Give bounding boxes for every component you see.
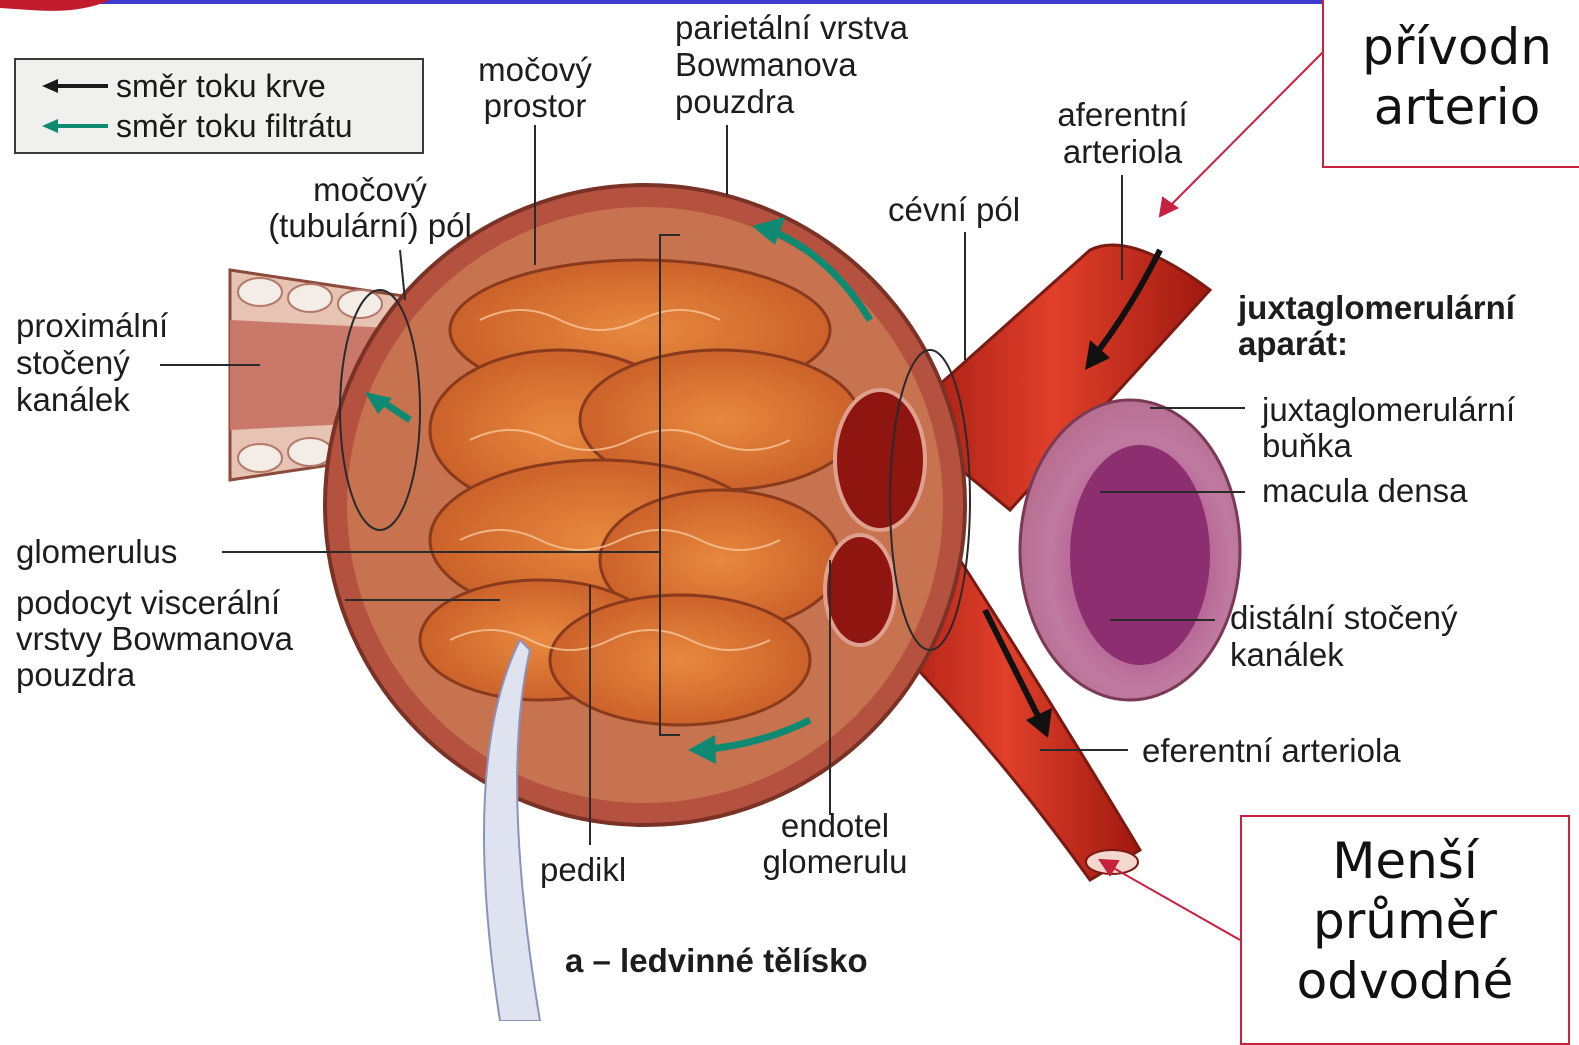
label-urinary-pole-2: (tubulární) pól xyxy=(240,208,500,243)
label-afferent-2: arteriola xyxy=(1035,134,1210,169)
label-distal-1: distální stočený xyxy=(1230,600,1457,635)
label-distal-2: kanálek xyxy=(1230,637,1344,672)
callout-bottom-text-1: Menší xyxy=(1242,817,1568,891)
label-endothelium-1: endotel xyxy=(745,808,925,843)
diagram-canvas: směr toku krve směr toku filtrátu pariet… xyxy=(0,0,1579,1021)
label-endothelium-2: glomerulu xyxy=(745,844,925,879)
legend-blood-label: směr toku krve xyxy=(116,68,326,105)
label-vascular-pole: cévní pól xyxy=(888,192,1020,227)
label-podocyte-3: pouzdra xyxy=(16,657,135,692)
callout-bottom-right: Menší průměr odvodné xyxy=(1240,815,1570,1045)
callout-top-text-1: přívodn xyxy=(1324,0,1579,77)
label-jga-title-1: juxtaglomerulární xyxy=(1238,290,1515,325)
legend-blood-row: směr toku krve xyxy=(40,68,326,104)
label-parietal-2: Bowmanova xyxy=(675,47,857,82)
label-glomerulus: glomerulus xyxy=(16,534,177,569)
label-parietal-1: parietální vrstva xyxy=(675,10,908,45)
label-proximal-3: kanálek xyxy=(16,382,130,417)
label-efferent: eferentní arteriola xyxy=(1142,733,1401,768)
callout-top-right: přívodn arterio xyxy=(1322,0,1579,168)
legend-filtrate-arrow-icon xyxy=(40,116,110,136)
callout-top-text-2: arterio xyxy=(1324,77,1579,137)
label-urinary-space-1: močový xyxy=(460,52,610,87)
legend-blood-arrow-icon xyxy=(40,76,110,96)
label-podocyte-2: vrstvy Bowmanova xyxy=(16,621,293,656)
label-podocyte-1: podocyt viscerální xyxy=(16,585,280,620)
label-jg-cell-2: buňka xyxy=(1262,428,1352,463)
callout-bottom-text-2: průměr xyxy=(1242,891,1568,951)
label-urinary-space-2: prostor xyxy=(460,88,610,123)
distal-tubule xyxy=(1020,400,1240,700)
label-macula-densa: macula densa xyxy=(1262,473,1467,508)
label-parietal-3: pouzdra xyxy=(675,84,794,119)
label-urinary-pole-1: močový xyxy=(240,172,500,207)
label-afferent-1: aferentní xyxy=(1035,97,1210,132)
callout-bottom-text-3: odvodné xyxy=(1242,951,1568,1011)
legend-filtrate-row: směr toku filtrátu xyxy=(40,108,353,144)
label-pedicel: pedikl xyxy=(540,852,626,887)
label-proximal-1: proximální xyxy=(16,308,168,343)
legend-filtrate-label: směr toku filtrátu xyxy=(116,108,353,145)
legend-box: směr toku krve směr toku filtrátu xyxy=(14,58,424,154)
label-proximal-2: stočený xyxy=(16,345,130,380)
figure-caption: a – ledvinné tělísko xyxy=(565,943,868,978)
label-jg-cell-1: juxtaglomerulární xyxy=(1262,392,1515,427)
label-jga-title-2: aparát: xyxy=(1238,326,1348,361)
